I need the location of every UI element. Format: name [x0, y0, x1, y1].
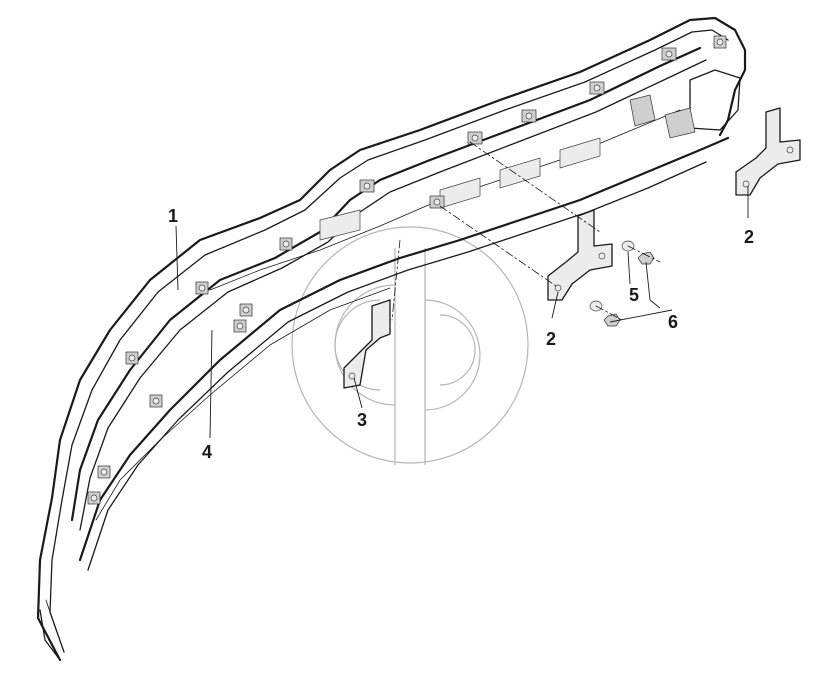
callout-4: 4 — [202, 442, 212, 462]
callout-1: 1 — [168, 206, 178, 226]
boss-o — [87, 491, 101, 505]
boss-d — [521, 109, 537, 123]
callout-2-right: 2 — [744, 227, 754, 247]
bracket-2-middle — [547, 209, 613, 301]
leader-lines — [175, 186, 749, 439]
callout-3: 3 — [357, 410, 367, 430]
boss-f — [661, 47, 677, 61]
boss-e — [589, 81, 605, 95]
boss-l — [233, 319, 247, 333]
boss-a — [359, 179, 375, 193]
cd-logo-watermark — [291, 226, 529, 465]
boss-n — [97, 465, 111, 479]
alignment-lines — [391, 141, 661, 321]
boss-c — [467, 131, 483, 145]
boss-g — [713, 35, 727, 49]
callout-2-middle: 2 — [546, 329, 556, 349]
bumper-cover — [36, 16, 747, 662]
bracket-3 — [343, 299, 391, 389]
boss-j — [125, 351, 139, 365]
mounting-bosses — [87, 35, 727, 505]
boss-m — [149, 394, 163, 408]
boss-b — [429, 195, 445, 209]
boss-k — [239, 303, 253, 317]
boss-i — [195, 281, 209, 295]
bracket-2-right — [735, 107, 801, 196]
callout-5: 5 — [629, 285, 639, 305]
callout-6: 6 — [668, 312, 678, 332]
boss-h — [279, 237, 293, 251]
